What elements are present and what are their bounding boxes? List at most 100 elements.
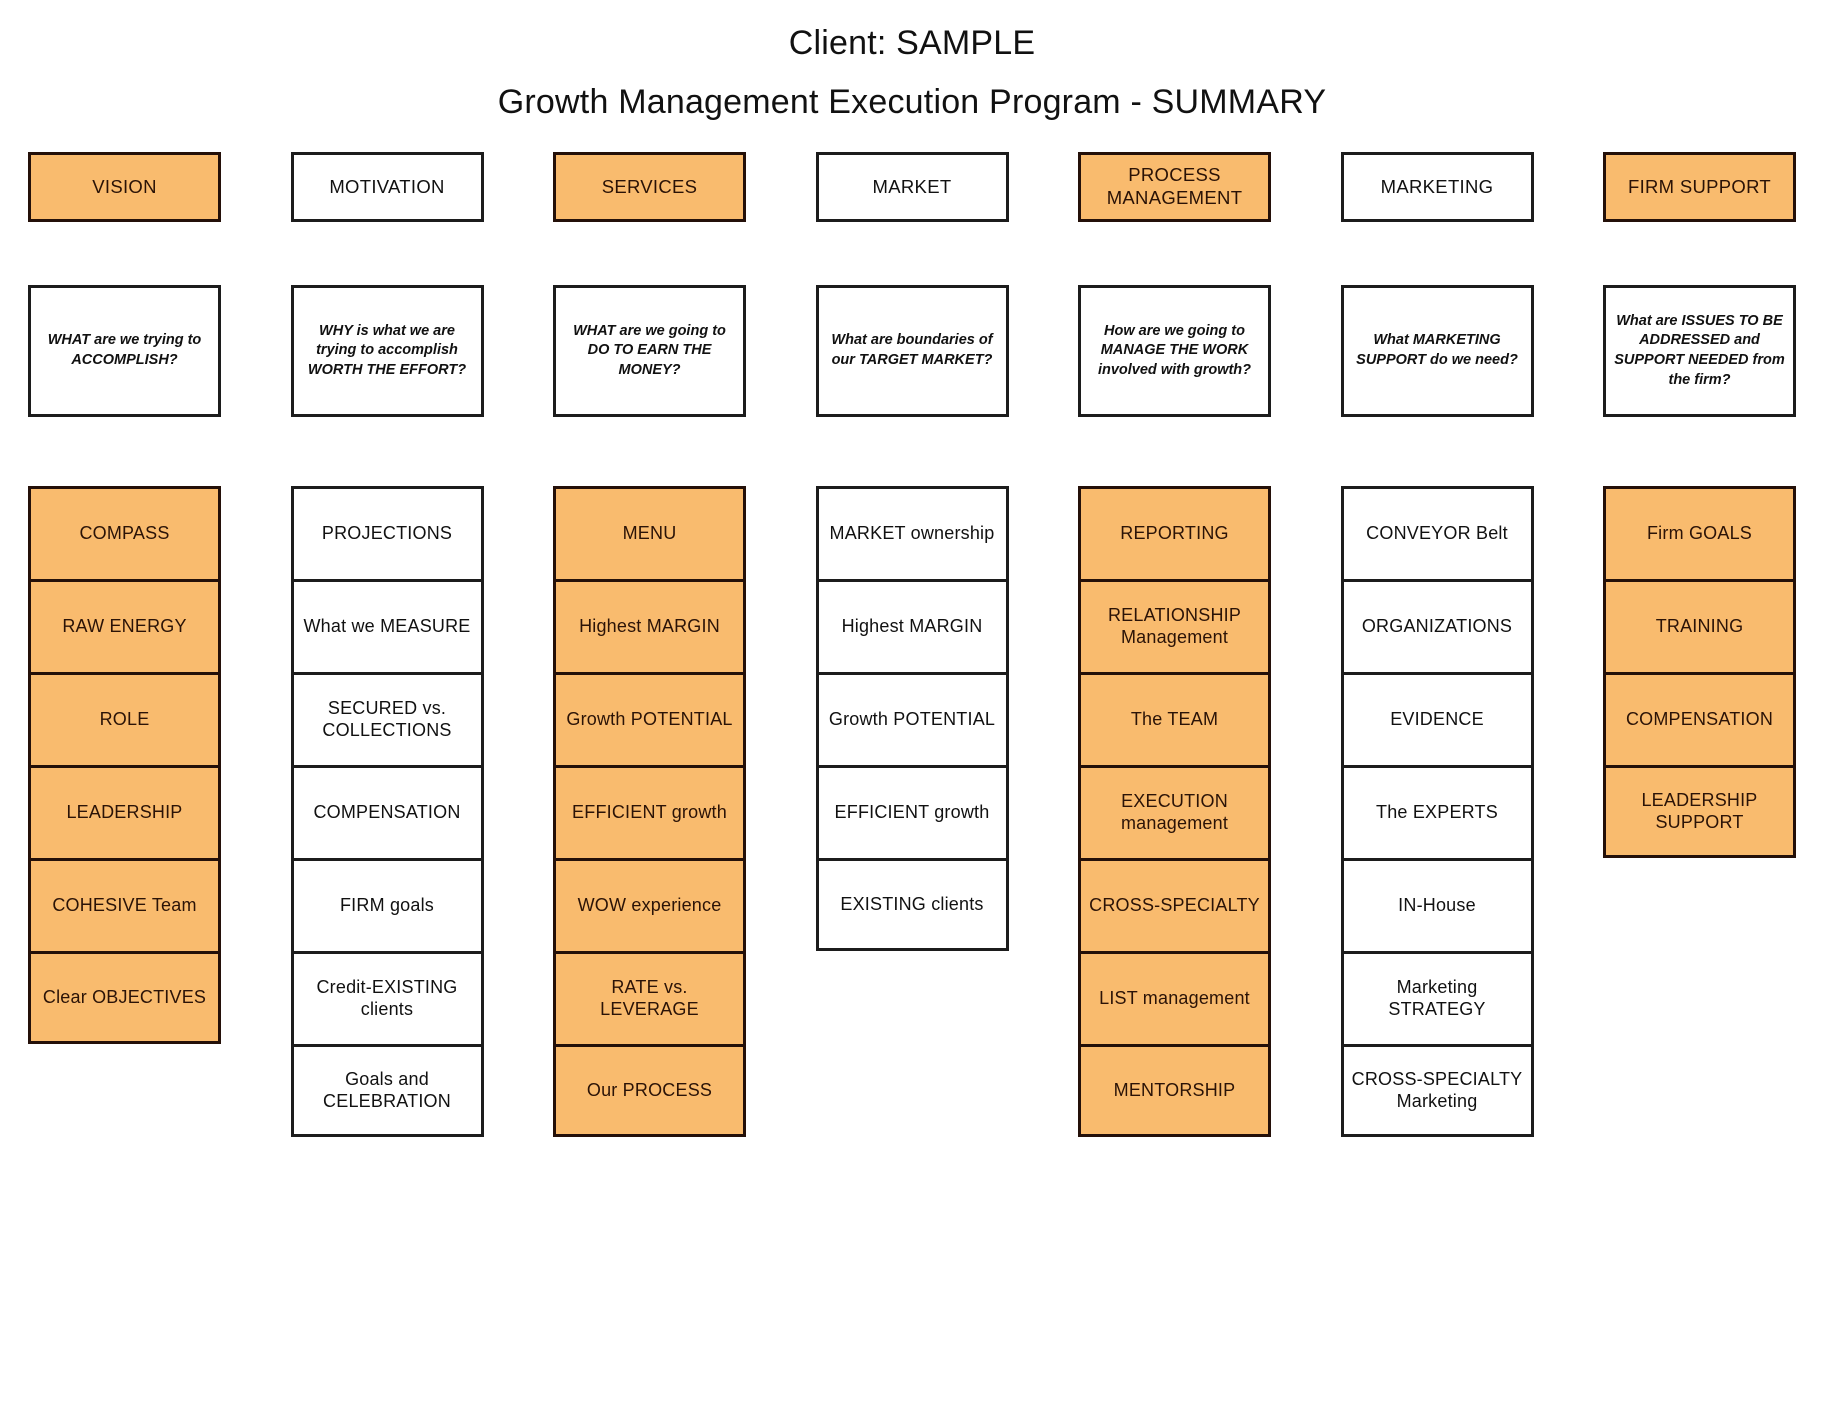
item-box[interactable]: SECURED vs.COLLECTIONS [290, 672, 484, 765]
item-box[interactable]: LIST management [1078, 951, 1271, 1044]
item-box[interactable]: EXISTING clients [815, 858, 1009, 951]
item-label-line1: Growth POTENTIAL [566, 709, 733, 730]
item-box[interactable]: MENU [553, 486, 746, 579]
header-question-gap [1341, 222, 1534, 285]
item-box[interactable]: PROJECTIONS [290, 486, 484, 579]
page-title-block: Client: SAMPLE Growth Management Executi… [0, 0, 1824, 123]
item-box[interactable]: Firm GOALS [1603, 486, 1796, 579]
item-label-line2: management [1120, 813, 1229, 833]
column-header-vision[interactable]: VISION [28, 152, 221, 222]
item-label-line1: Our PROCESS [586, 1079, 713, 1100]
item-label-line1: RAW ENERGY [62, 616, 187, 637]
item-label-line1: WOW experience [577, 895, 722, 916]
item-box[interactable]: Our PROCESS [553, 1044, 746, 1137]
item-label-line1: Firm GOALS [1646, 523, 1752, 544]
item-label-line1: COHESIVE Team [52, 895, 197, 916]
item-box[interactable]: FIRM goals [290, 858, 484, 951]
item-box[interactable]: EFFICIENT growth [553, 765, 746, 858]
item-label: EFFICIENT growth [572, 802, 727, 824]
item-box[interactable]: CROSS-SPECIALTY [1078, 858, 1271, 951]
item-box[interactable]: COMPASS [28, 486, 221, 579]
item-box[interactable]: Growth POTENTIAL [815, 672, 1009, 765]
item-box[interactable]: The TEAM [1078, 672, 1271, 765]
item-label-line2: Marketing [1396, 1090, 1478, 1111]
item-box[interactable]: WOW experience [553, 858, 746, 951]
column-header-motivation[interactable]: MOTIVATION [290, 152, 484, 222]
item-label-line1: CROSS-SPECIALTY [1089, 895, 1260, 916]
item-box[interactable]: Growth POTENTIAL [553, 672, 746, 765]
item-label-line1: PROJECTIONS [321, 523, 453, 544]
item-label: The EXPERTS [1376, 802, 1498, 824]
item-label-line1: Growth POTENTIAL [828, 709, 996, 730]
item-label-line1: FIRM goals [339, 895, 435, 916]
item-box[interactable]: EVIDENCE [1340, 672, 1534, 765]
item-box[interactable]: RATE vs. LEVERAGE [553, 951, 746, 1044]
column-header-market[interactable]: MARKET [815, 152, 1009, 222]
item-box[interactable]: ROLE [28, 672, 221, 765]
item-label: REPORTING [1120, 523, 1228, 545]
item-box[interactable]: Marketing STRATEGY [1340, 951, 1534, 1044]
item-label: EXISTING clients [840, 894, 983, 916]
item-box[interactable]: COMPENSATION [290, 765, 484, 858]
column-header-process-management[interactable]: PROCESS MANAGEMENT [1078, 152, 1271, 222]
item-box[interactable]: Clear OBJECTIVES [28, 951, 221, 1044]
item-box[interactable]: TRAINING [1603, 579, 1796, 672]
item-box[interactable]: EFFICIENT growth [815, 765, 1009, 858]
item-box[interactable]: ORGANIZATIONS [1340, 579, 1534, 672]
item-box[interactable]: REPORTING [1078, 486, 1271, 579]
item-label: Firm GOALS [1647, 523, 1752, 545]
program-title: Growth Management Execution Program - SU… [497, 82, 1327, 121]
item-label: Growth POTENTIAL [829, 709, 995, 731]
question-items-gap [1078, 417, 1271, 486]
item-label: Highest MARGIN [842, 616, 983, 638]
header-question-gap [1078, 222, 1271, 285]
item-box[interactable]: MARKET ownership [815, 486, 1009, 579]
column-header-services[interactable]: SERVICES [553, 152, 746, 222]
item-label: Our PROCESS [587, 1080, 712, 1102]
item-label: CROSS-SPECIALTY [1089, 895, 1260, 917]
item-box[interactable]: IN-House [1340, 858, 1534, 951]
item-box[interactable]: MENTORSHIP [1078, 1044, 1271, 1137]
item-box[interactable]: COMPENSATION [1603, 672, 1796, 765]
question-items-gap [816, 417, 1009, 486]
column-header-marketing[interactable]: MARKETING [1340, 152, 1534, 222]
item-box[interactable]: LEADERSHIP SUPPORT [1603, 765, 1796, 858]
item-label-line1: ORGANIZATIONS [1361, 616, 1513, 637]
item-box[interactable]: COHESIVE Team [28, 858, 221, 951]
item-box[interactable]: LEADERSHIP [28, 765, 221, 858]
item-label: IN-House [1398, 895, 1476, 917]
item-label: COHESIVE Team [52, 895, 196, 917]
item-box[interactable]: CONVEYOR Belt [1340, 486, 1534, 579]
header-question-gap [553, 222, 746, 285]
item-box[interactable]: Highest MARGIN [815, 579, 1009, 672]
item-label: LEADERSHIP [66, 802, 182, 824]
item-stack-motivation: PROJECTIONS What we MEASURE SECURED vs.COL… [290, 486, 484, 1137]
item-label: The TEAM [1131, 709, 1218, 731]
item-label-line1: EXISTING clients [840, 893, 984, 914]
item-label-line1: What we MEASURE [303, 616, 471, 637]
column-header-firm-support[interactable]: FIRM SUPPORT [1603, 152, 1796, 222]
item-label-line2: CELEBRATION [323, 1090, 451, 1111]
item-label-line1: TRAINING [1655, 616, 1744, 637]
column-question-motivation: WHY is what we are trying to accomplish … [290, 285, 484, 417]
item-box[interactable]: RAW ENERGY [28, 579, 221, 672]
item-label-line2: COLLECTIONS [322, 720, 452, 740]
item-box[interactable]: What we MEASURE [290, 579, 484, 672]
item-label: LIST management [1099, 988, 1250, 1010]
item-box[interactable]: The EXPERTS [1340, 765, 1534, 858]
item-box[interactable]: Highest MARGIN [553, 579, 746, 672]
item-label: PROJECTIONS [322, 523, 452, 545]
item-label-line2: Management [1120, 627, 1229, 647]
column-question-services: WHAT are we going to DO TO EARN THE MONE… [553, 285, 746, 417]
